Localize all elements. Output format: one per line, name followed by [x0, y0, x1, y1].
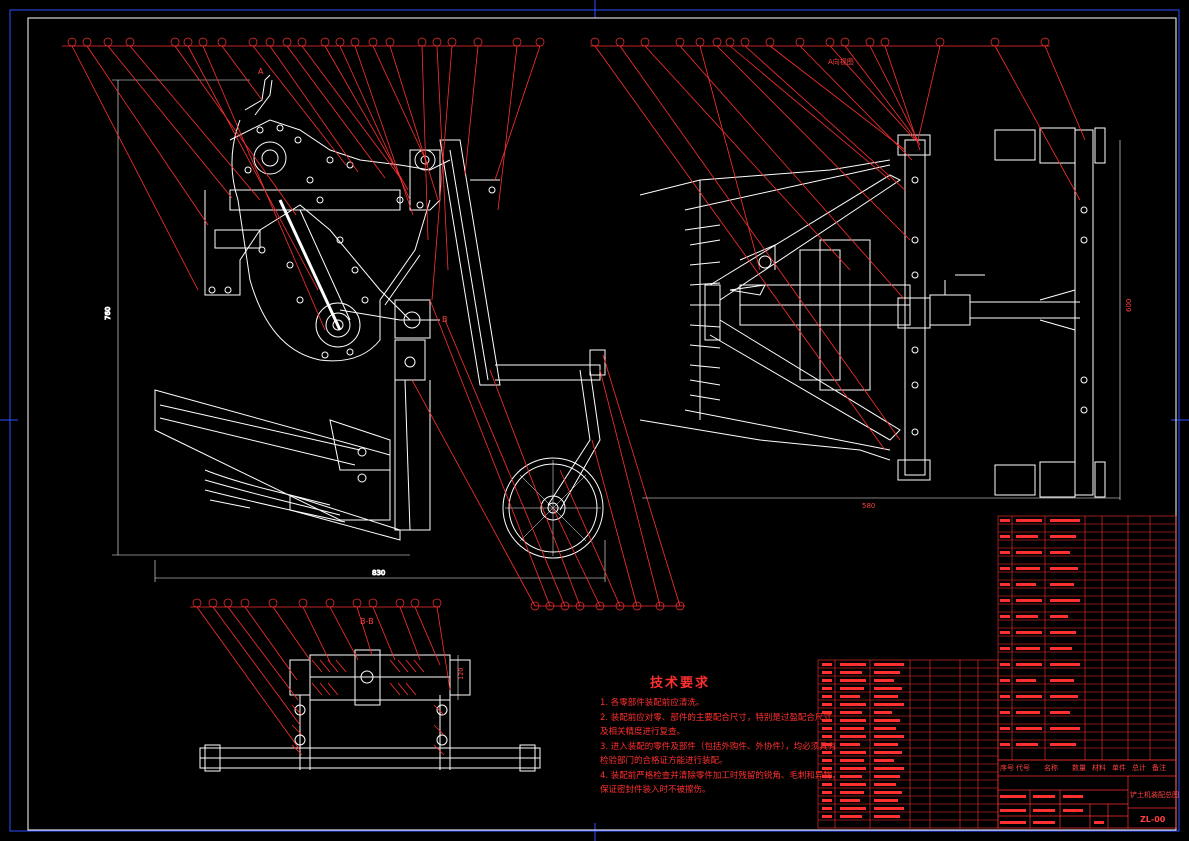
section-b-b-view [199, 649, 541, 772]
header-cell-7: 备注 [1152, 763, 1166, 772]
parts-list-lower [817, 659, 999, 829]
section-hatching [291, 659, 445, 756]
drawing-number: ZL-00 [1140, 815, 1166, 824]
technical-requirements-title: 技术要求 [650, 676, 711, 691]
left-view-balloons [67, 37, 685, 611]
right-view-balloons [590, 37, 1050, 47]
tech-note-line: 检验部门的合格证方能进行装配。 [600, 756, 728, 766]
header-cell-3: 数量 [1072, 763, 1086, 772]
parts-list-lower-entries [822, 663, 904, 818]
section-height-dimension: 120 [457, 668, 465, 680]
tech-note-line: 及相关精度进行复查。 [600, 727, 686, 737]
header-cell-1: 代号 [1016, 763, 1030, 772]
shovel-tines [684, 224, 721, 401]
left-view-leaders [62, 45, 685, 607]
tech-note-line: 3. 进入装配的零件及部件（包括外购件、外协件），均必须具有 [600, 741, 837, 752]
title-block-header-row: 序号 代号 名称 数量 材料 单件 总计 备注 [1000, 763, 1166, 772]
header-cell-2: 名称 [1044, 763, 1058, 772]
header-cell-0: 序号 [1000, 763, 1014, 772]
main-crossbeam [904, 139, 926, 476]
header-cell-6: 总计 [1132, 763, 1146, 772]
section-label: B-B [360, 617, 374, 626]
beam-bolts [911, 176, 919, 436]
parts-list-upper [997, 515, 1177, 761]
section-balloons [192, 598, 442, 608]
tech-note-line: 4. 装配前严格检查并清除零件加工时残留的锐角、毛刺和异物， [600, 770, 841, 781]
section-leaders [190, 606, 451, 751]
tech-note-line: 保证密封件装入时不被擦伤。 [600, 785, 711, 795]
title-block-grid [997, 759, 1177, 829]
tech-note-line: 2. 装配前应对零、部件的主要配合尺寸，特别是过盈配合尺寸 [600, 712, 832, 723]
right-height-dimension: 600 [1125, 299, 1133, 312]
top-a-view [639, 127, 1121, 500]
parts-list-upper-entries [1000, 519, 1080, 746]
right-width-dimension: 580 [862, 502, 875, 510]
far-beam-bolts [1080, 206, 1088, 414]
technical-requirements-notes: 1. 各零部件装配前应清洗。 2. 装配前应对零、部件的主要配合尺寸，特别是过盈… [600, 696, 841, 798]
title-block-small-entries [1000, 795, 1104, 824]
a-view-label: A向视图 [828, 57, 854, 66]
left-width-dimension: 830 [372, 569, 385, 577]
header-cell-5: 单件 [1112, 763, 1126, 772]
right-view-leaders [590, 45, 1086, 451]
header-cell-4: 材料 [1092, 763, 1106, 772]
shovel-blades [154, 389, 401, 541]
left-height-dimension: 760 [104, 307, 112, 320]
tech-note-line: 1. 各零部件装配前应清洗。 [600, 698, 705, 708]
inner-frame [27, 17, 1177, 831]
direction-letter-a: A [258, 67, 264, 76]
direction-letter-b: B [442, 315, 448, 324]
left-dimension-lines [112, 79, 606, 582]
ground-wheel [502, 457, 604, 559]
frame-bolts [208, 124, 424, 359]
drawing-name: 铲土机装配总图 [1130, 790, 1179, 799]
main-front-view: 760 830 [104, 74, 606, 582]
